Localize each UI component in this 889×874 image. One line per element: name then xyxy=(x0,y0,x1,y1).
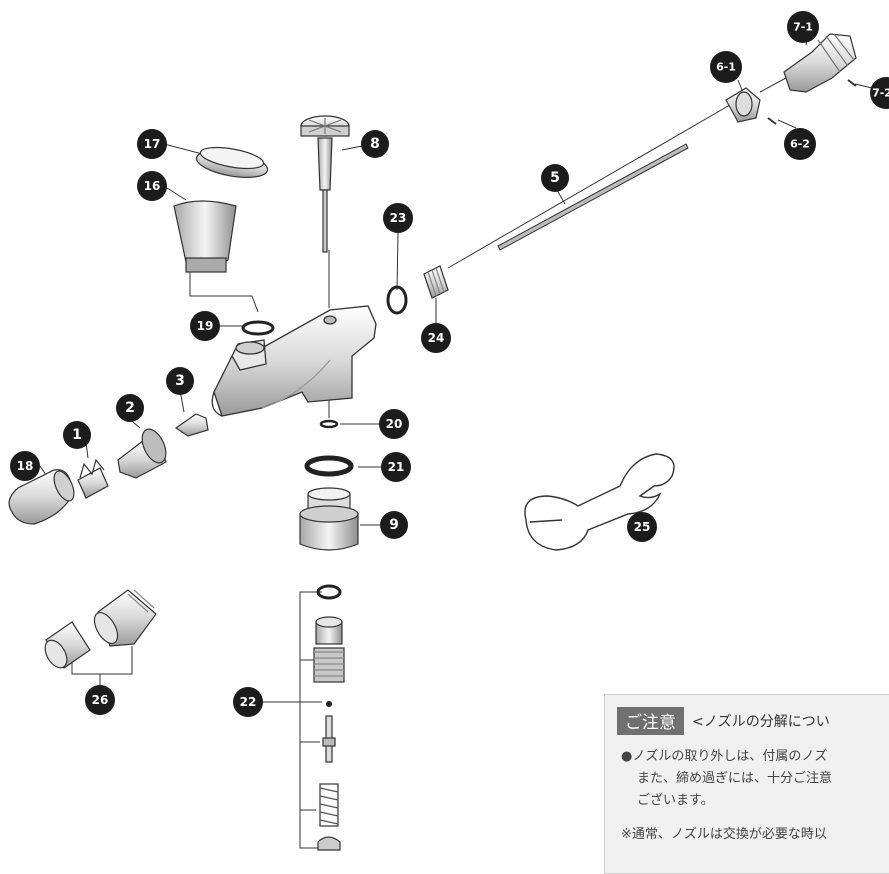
svg-text:17: 17 xyxy=(144,137,161,151)
caution-badge: ご注意 xyxy=(617,707,684,735)
svg-text:7-1: 7-1 xyxy=(793,21,813,34)
wrench-part xyxy=(524,453,675,551)
airbrush-body xyxy=(211,305,377,417)
part-badges: 1 2 3 5 6-1 6-2 7-1 7-2 8 9 16 17 18 19 … xyxy=(10,11,889,717)
nozzle-cap-part xyxy=(8,469,75,525)
trigger-part xyxy=(300,115,350,253)
badge-9: 9 xyxy=(380,511,408,539)
spare-nozzle-parts xyxy=(44,589,157,669)
svg-text:1: 1 xyxy=(72,427,82,443)
svg-text:3: 3 xyxy=(175,373,185,389)
badge-2: 2 xyxy=(116,394,144,422)
svg-text:18: 18 xyxy=(17,459,34,473)
badge-19: 19 xyxy=(190,311,220,341)
badge-21: 21 xyxy=(381,452,411,482)
svg-text:6-1: 6-1 xyxy=(716,61,736,74)
cup-o-ring-part xyxy=(241,320,275,336)
air-valve-housing-part xyxy=(299,487,359,551)
svg-text:16: 16 xyxy=(144,179,161,193)
badge-17: 17 xyxy=(137,129,167,159)
svg-text:23: 23 xyxy=(390,211,407,225)
svg-text:19: 19 xyxy=(197,319,214,333)
svg-text:25: 25 xyxy=(634,520,651,534)
badge-1: 1 xyxy=(63,421,91,449)
svg-text:7-2: 7-2 xyxy=(872,87,889,100)
crown-cap-part xyxy=(77,458,109,499)
valve-gasket-part xyxy=(304,455,354,477)
nozzle-part xyxy=(174,413,209,437)
badge-20: 20 xyxy=(379,409,409,439)
caution-line-3: ございます。 xyxy=(637,793,714,808)
svg-text:21: 21 xyxy=(388,460,405,474)
svg-text:20: 20 xyxy=(386,417,403,431)
valve-o-ring-part xyxy=(319,419,339,429)
paint-cup-part xyxy=(173,200,237,273)
caution-notice-box: ご注意 <ノズルの分解につい ●ノズルの取り外しは、付属のノズ また、締め過ぎには… xyxy=(604,694,889,874)
needle-chuck-nut-part xyxy=(725,87,761,123)
badge-26: 26 xyxy=(85,685,115,715)
badge-7-1: 7-1 xyxy=(787,11,819,43)
nozzle-cap-body-part xyxy=(117,428,167,479)
badge-16: 16 xyxy=(137,171,167,201)
cup-lid-part xyxy=(195,146,269,178)
badge-22: 22 xyxy=(233,687,263,717)
badge-7-2: 7-2 xyxy=(870,77,889,109)
caution-title: <ノズルの分解につい xyxy=(692,714,830,730)
badge-6-1: 6-1 xyxy=(710,51,742,83)
badge-25: 25 xyxy=(627,512,657,542)
svg-text:6-2: 6-2 xyxy=(790,138,810,151)
needle-chuck-part xyxy=(783,33,857,93)
badge-18: 18 xyxy=(10,451,40,481)
set-screw-6-2 xyxy=(767,117,777,125)
caution-line-1: ●ノズルの取り外しは、付属のノズ xyxy=(621,749,828,764)
caution-line-4: ※通常、ノズルは交換が必要な時以 xyxy=(621,827,827,842)
svg-text:5: 5 xyxy=(550,170,560,186)
badge-8: 8 xyxy=(361,130,389,158)
svg-text:9: 9 xyxy=(389,517,399,533)
needle-o-ring-part xyxy=(386,285,408,315)
needle-bush-part xyxy=(423,265,449,299)
valve-assembly-part xyxy=(313,584,345,851)
badge-23: 23 xyxy=(383,203,413,233)
needle-part xyxy=(497,143,689,251)
caution-line-2: また、締め過ぎには、十分ご注意 xyxy=(637,771,833,786)
set-screw-7-2 xyxy=(847,79,857,87)
svg-text:8: 8 xyxy=(370,136,380,152)
svg-text:2: 2 xyxy=(125,400,135,416)
svg-text:22: 22 xyxy=(240,695,257,709)
badge-6-2: 6-2 xyxy=(784,128,816,160)
badge-24: 24 xyxy=(421,323,451,353)
caution-header: ご注意 <ノズルの分解につい xyxy=(617,707,830,735)
svg-text:26: 26 xyxy=(92,693,109,707)
svg-text:24: 24 xyxy=(428,331,445,345)
badge-5: 5 xyxy=(541,164,569,192)
badge-3: 3 xyxy=(166,367,194,395)
